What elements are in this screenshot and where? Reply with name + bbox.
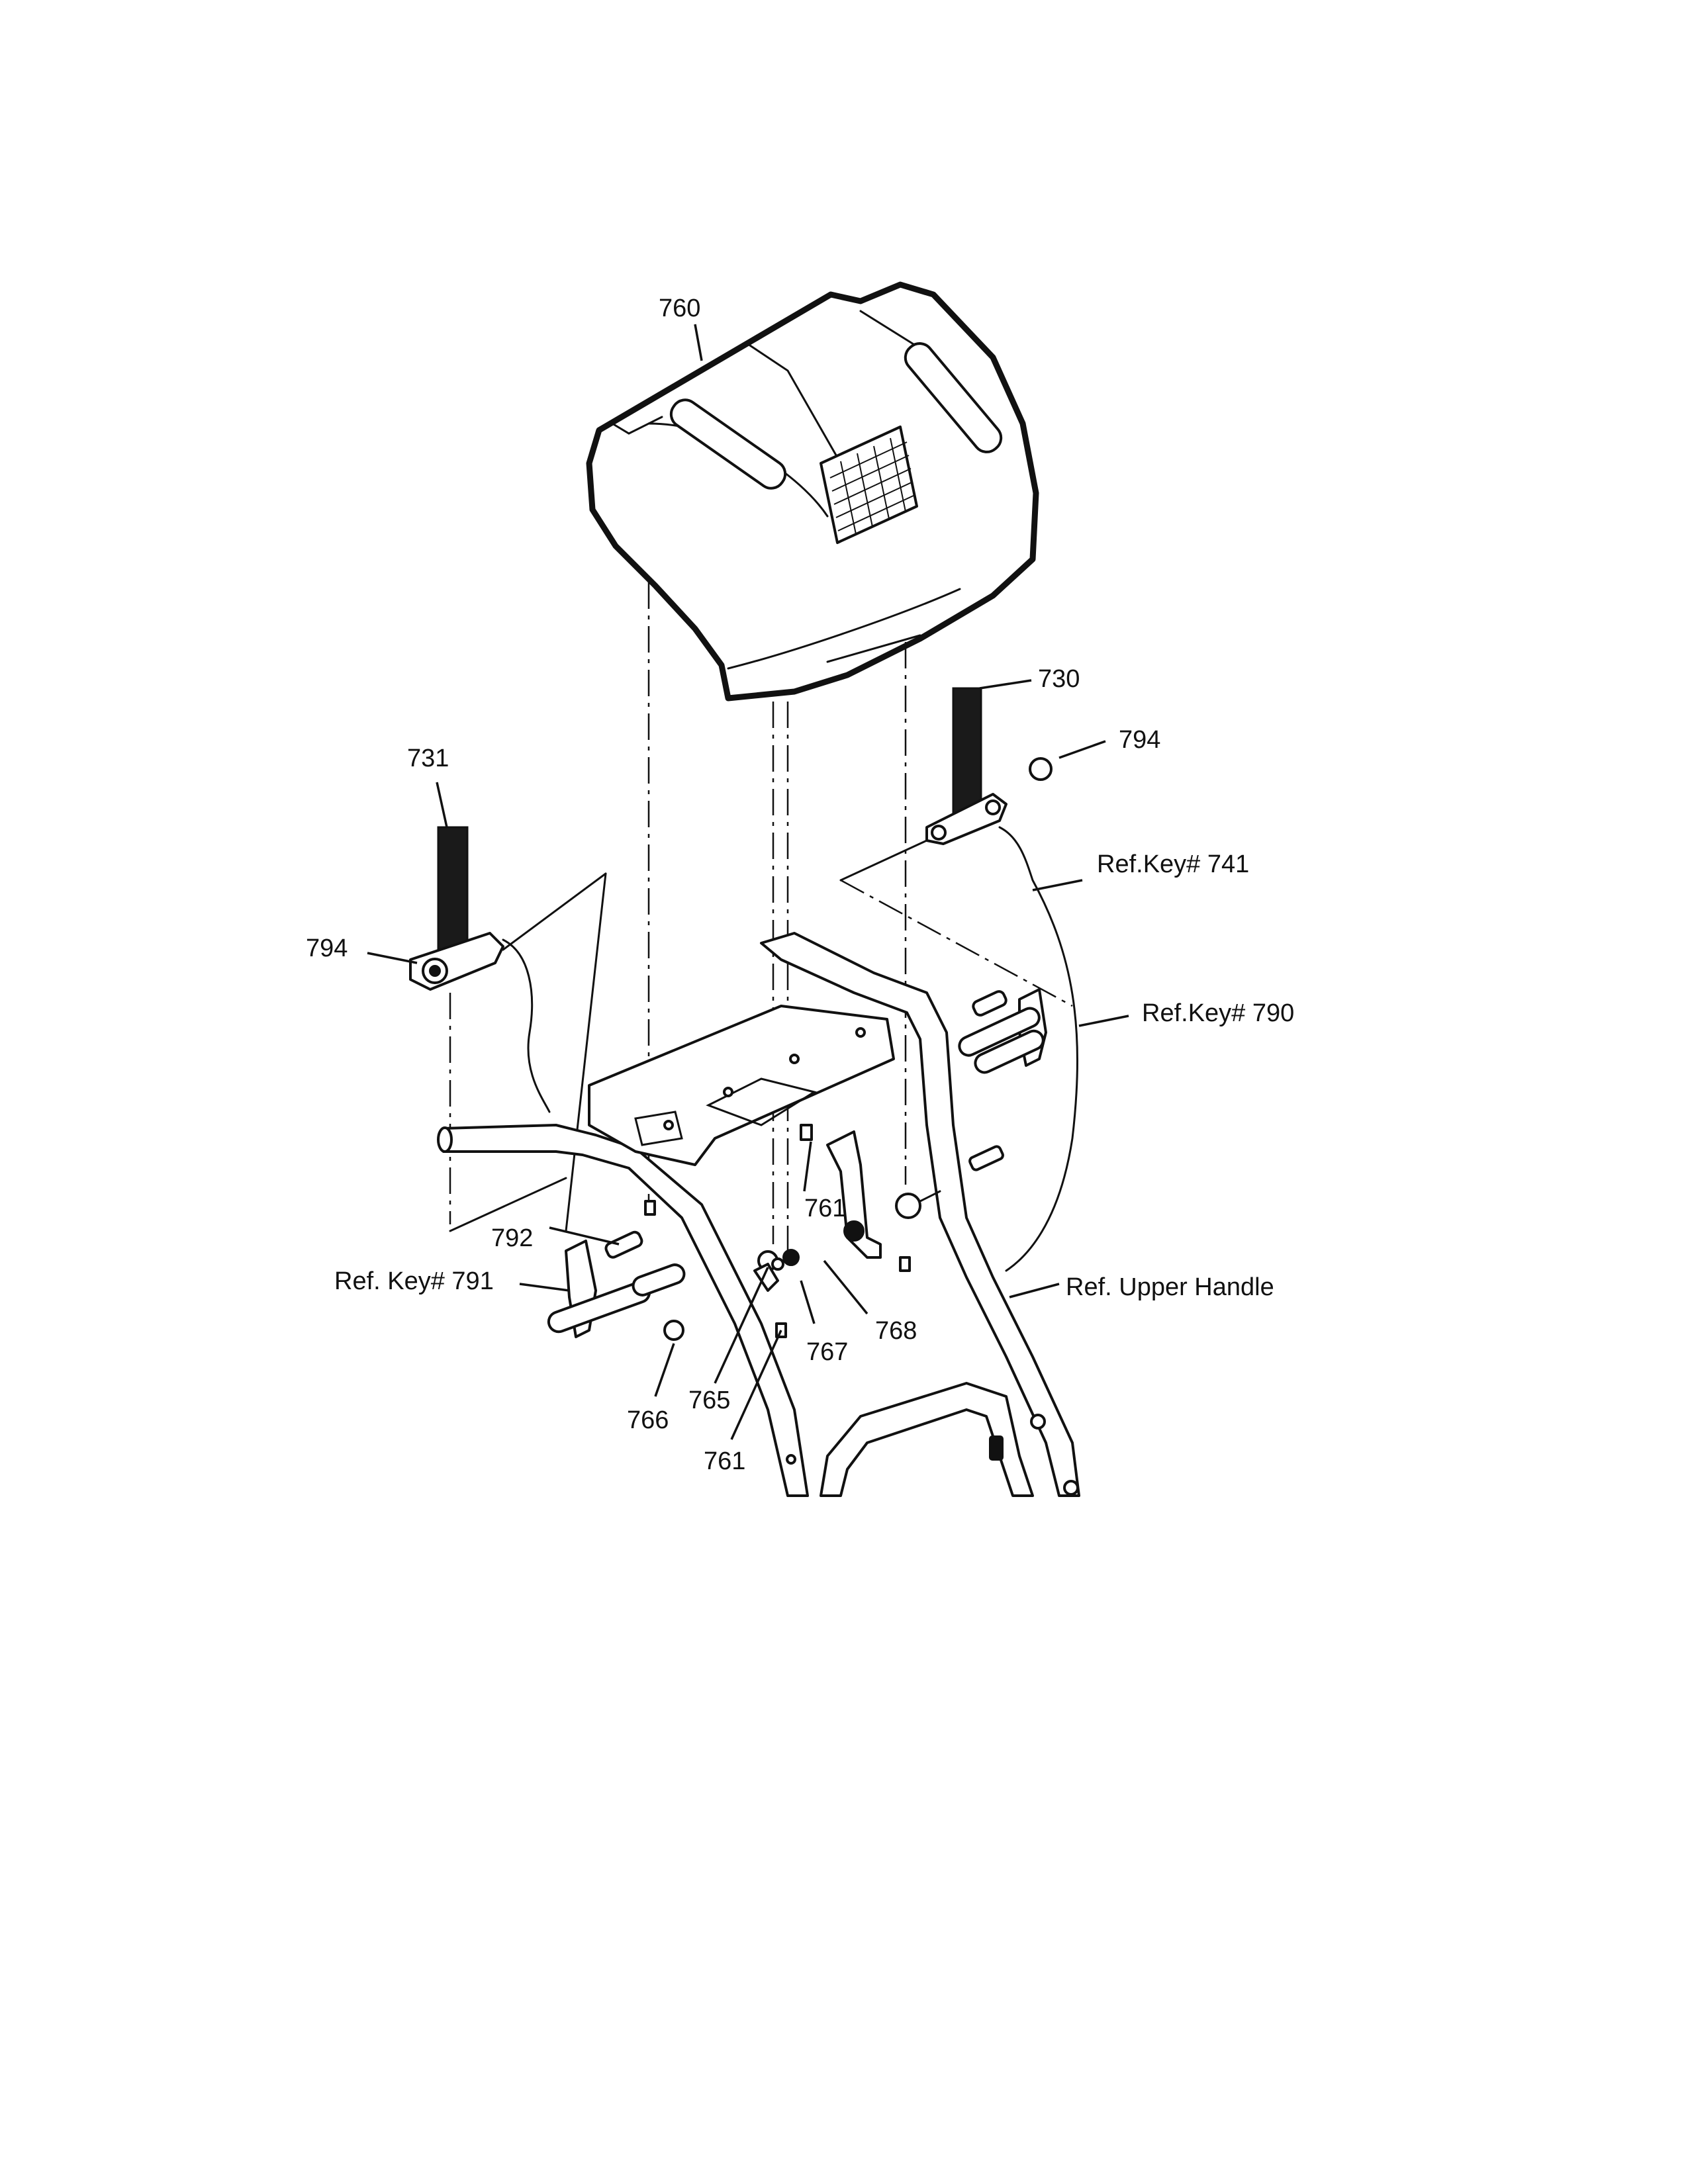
callout-731: 731 xyxy=(407,745,449,772)
callout-730: 730 xyxy=(1038,665,1080,693)
leader-lines xyxy=(367,324,1129,1440)
callout-766: 766 xyxy=(627,1406,669,1434)
console-cover-760[interactable] xyxy=(586,281,1039,702)
grip-lever-731[interactable] xyxy=(409,826,504,991)
callout-794-left: 794 xyxy=(306,934,348,962)
callout-761-lower: 761 xyxy=(704,1447,745,1475)
grip-lever-730[interactable] xyxy=(925,687,1008,845)
cable-left xyxy=(502,938,551,1113)
callout-ref-741: Ref.Key# 741 xyxy=(1097,850,1249,878)
callout-765: 765 xyxy=(688,1387,730,1414)
upper-handle xyxy=(437,932,1080,1497)
callout-760: 760 xyxy=(659,295,700,322)
callout-792: 792 xyxy=(491,1224,533,1252)
callout-761-upper: 761 xyxy=(804,1195,846,1222)
callout-767: 767 xyxy=(806,1338,848,1366)
vent-grille xyxy=(829,437,915,535)
pivot-bracket-790[interactable] xyxy=(957,988,1047,1171)
alignment-lines xyxy=(449,582,1073,1257)
cable-741 xyxy=(998,826,1078,1272)
callout-ref-upper-handle: Ref. Upper Handle xyxy=(1066,1273,1274,1301)
lock-nut-794-right[interactable] xyxy=(1029,757,1053,781)
callout-768: 768 xyxy=(875,1317,917,1345)
pivot-bracket-791[interactable] xyxy=(546,1230,687,1338)
callout-ref-790: Ref.Key# 790 xyxy=(1142,999,1294,1027)
callout-ref-791: Ref. Key# 791 xyxy=(334,1267,494,1295)
hardware[interactable] xyxy=(644,1124,1079,1496)
callout-794-right: 794 xyxy=(1119,726,1160,754)
